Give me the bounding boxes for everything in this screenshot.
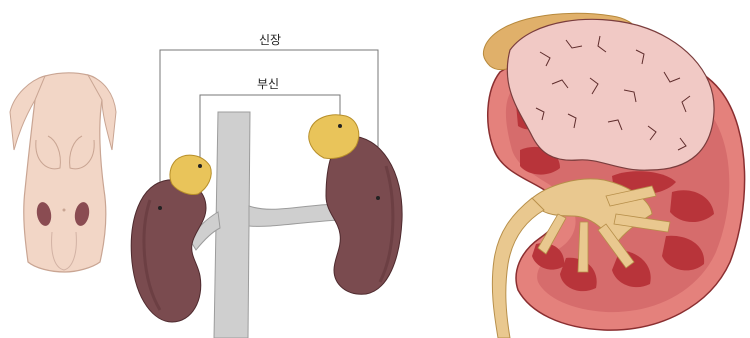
- callout-kidney-dot-left: [158, 206, 162, 210]
- adrenal-right: [309, 115, 359, 159]
- label-adrenal: 부신: [257, 77, 279, 91]
- kidney-left: [131, 180, 206, 322]
- kidney-right: [326, 136, 402, 294]
- torso-figure: [10, 73, 116, 272]
- callout-adrenal-dot-right: [338, 124, 342, 128]
- callout-adrenal-dot-left: [198, 164, 202, 168]
- torso-body: [24, 73, 106, 272]
- label-kidney: 신장: [259, 33, 281, 47]
- kidneys-with-adrenals: 신장 부신: [131, 33, 402, 338]
- kidney-cross-section-with-tumor: [483, 13, 744, 338]
- calyx-4: [578, 222, 588, 272]
- renal-vessel-right: [249, 204, 340, 226]
- adrenal-left: [170, 155, 211, 194]
- torso-navel: [63, 209, 66, 212]
- callout-kidney-dot-right: [376, 196, 380, 200]
